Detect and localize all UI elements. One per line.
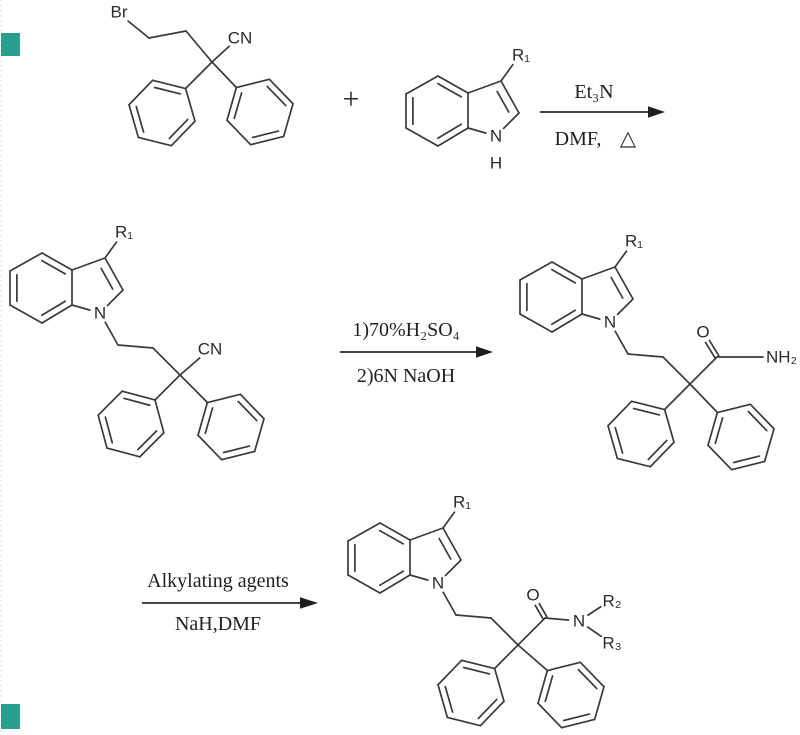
reaction-arrow-step2: 1)70%H₂SO₄ 2)6N NaOH: [340, 319, 493, 387]
reaction-arrow-step1: Et₃N DMF, △: [540, 81, 665, 150]
step1-reagent: Et₃N: [574, 81, 613, 103]
phenyl-ring: [607, 400, 675, 468]
heat-triangle-icon: △: [620, 126, 637, 150]
indole-skeleton: [519, 261, 634, 333]
step1-solvent: DMF,: [555, 128, 602, 150]
cn-label: CN: [228, 29, 253, 48]
indole-skeleton: [347, 522, 462, 594]
phenyl-ring: [437, 659, 505, 727]
amide-n-label: N: [573, 612, 585, 631]
molecule-indole-reactant: R₁ N H: [405, 43, 533, 173]
r1-label: R₁: [453, 493, 471, 512]
indole-skeleton: [9, 252, 124, 324]
plus-sign: +: [343, 83, 360, 116]
h-label: H: [490, 154, 502, 173]
step3-solvent: NaH,DMF: [175, 613, 261, 635]
r1-label: R₁: [625, 232, 643, 251]
n-label: N: [490, 127, 502, 146]
step3-reagent: Alkylating agents: [147, 570, 289, 592]
r2-label: R₂: [603, 592, 622, 611]
reaction-arrow-step3: Alkylating agents NaH,DMF: [142, 570, 318, 635]
page-marker-bottom: [1, 704, 20, 729]
phenyl-ring: [128, 79, 196, 147]
n-label: N: [432, 574, 444, 593]
molecule-bromonitrile: Br CN: [107, 0, 294, 147]
molecule-final-product: R₁ N O N R₂ R₃: [347, 490, 624, 729]
step2-condition-1: 1)70%H₂SO₄: [352, 319, 459, 341]
phenyl-ring: [226, 78, 294, 146]
arrowhead: [648, 106, 665, 118]
o-label: O: [526, 586, 539, 605]
br-label: Br: [111, 3, 128, 22]
molecule-amide: R₁ N O NH₂: [519, 229, 797, 471]
nh2-label: NH₂: [766, 348, 797, 367]
phenyl-ring: [97, 390, 165, 458]
r1-label: R₁: [115, 223, 133, 242]
o-label: O: [696, 323, 709, 342]
r3-label: R₃: [602, 634, 621, 653]
phenyl-ring: [197, 393, 265, 461]
arrowhead: [476, 346, 493, 358]
molecule-alkylated-nitrile: R₁ N CN: [9, 220, 265, 461]
n-label: N: [604, 313, 616, 332]
r1-label: R₁: [512, 46, 530, 65]
phenyl-ring: [537, 661, 605, 729]
step2-condition-2: 2)6N NaOH: [357, 365, 455, 387]
phenyl-ring: [707, 403, 775, 471]
cn-label: CN: [198, 340, 223, 359]
n-label: N: [94, 304, 106, 323]
arrowhead: [300, 597, 318, 609]
page-marker-top: [1, 33, 20, 56]
indole-skeleton: [405, 75, 520, 147]
